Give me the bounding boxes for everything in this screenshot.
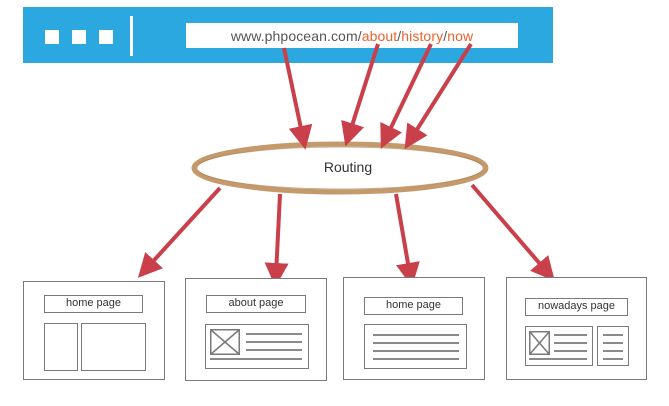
text-line (373, 358, 459, 360)
arrow-routing-to-page-1 (137, 186, 222, 278)
url-segment-about: about (361, 27, 398, 44)
page-title-about: about page (206, 295, 306, 313)
sidebar-block (597, 326, 629, 366)
browser-bar: www.phpocean.com/about/history/now (23, 7, 553, 63)
page-wireframe-about: about page (185, 278, 327, 381)
text-line (373, 334, 459, 336)
arrow-routing-to-page-4 (470, 183, 555, 282)
image-placeholder-icon (529, 331, 550, 355)
arrow-routing-to-page-2 (264, 193, 289, 287)
arrow-url-to-routing-3 (380, 43, 433, 149)
text-line (246, 333, 302, 335)
text-line (554, 334, 587, 336)
page-title-home-2: home page (364, 297, 463, 315)
content-block (205, 324, 309, 369)
url-separator-2: / (443, 27, 448, 44)
routing-ring (191, 141, 489, 195)
page-title-nowadays: nowadays page (525, 298, 628, 316)
arrow-url-to-routing-2 (341, 43, 380, 147)
text-line (373, 350, 459, 352)
url-segment-history: history (401, 27, 444, 44)
arrow-routing-to-page-3 (394, 193, 420, 287)
text-line (246, 341, 302, 343)
window-button-2[interactable] (72, 30, 86, 44)
bar-divider (130, 16, 133, 56)
text-line (603, 342, 623, 344)
text-line (529, 358, 587, 360)
content-block (81, 323, 146, 371)
window-button-3[interactable] (99, 30, 113, 44)
routing-label: Routing (323, 159, 373, 175)
url-segment-now: now (447, 27, 474, 44)
content-block (525, 326, 593, 366)
url-separator-1: / (397, 27, 402, 44)
text-line (554, 350, 587, 352)
content-block (364, 324, 467, 369)
window-button-1[interactable] (45, 30, 59, 44)
page-wireframe-home-2: home page (343, 277, 485, 380)
text-line (246, 349, 302, 351)
text-line (603, 334, 623, 336)
text-line (603, 350, 623, 352)
text-line (603, 358, 623, 360)
text-line (373, 342, 459, 344)
url-bar[interactable]: www.phpocean.com/about/history/now (186, 23, 518, 48)
image-placeholder-icon (210, 329, 240, 355)
page-wireframe-home-1: home page (23, 281, 165, 380)
page-title-home-1: home page (44, 295, 143, 313)
sidebar-block (44, 323, 78, 371)
text-line (210, 358, 302, 360)
page-wireframe-nowadays: nowadays page (506, 277, 647, 380)
arrow-url-to-routing-4 (404, 42, 473, 150)
text-line (554, 342, 587, 344)
arrow-url-to-routing-1 (282, 47, 313, 150)
url-domain: www.phpocean.com/ (230, 27, 362, 44)
routing-ring-inner (196, 146, 484, 190)
